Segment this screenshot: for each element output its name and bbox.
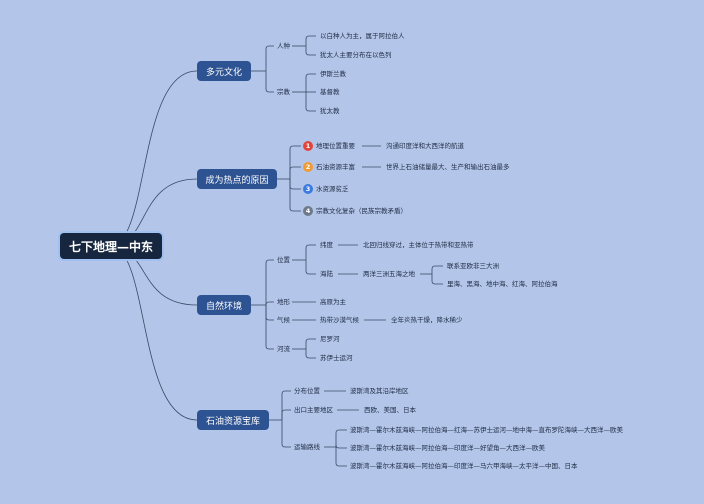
branch-link	[265, 305, 274, 350]
node-transport-routes[interactable]: 运输路线	[294, 443, 320, 451]
node-land-sea-sub[interactable]: 里海、黑海、地中海、红海、阿拉伯海	[447, 280, 558, 288]
branch-culture[interactable]: 多元文化	[197, 61, 251, 81]
branch-link	[265, 301, 274, 306]
node-river-item[interactable]: 苏伊士运河	[320, 354, 353, 362]
leaf-link	[335, 429, 347, 447]
leaf-link	[431, 274, 443, 285]
node-reason-oil[interactable]: 石油资源丰富	[316, 163, 355, 171]
branch-link	[289, 179, 301, 190]
node-route-item[interactable]: 波斯湾—霍尔木兹海峡—阿拉伯海—印度洋—好望角—大西洋—欧美	[350, 444, 545, 452]
root-link	[109, 245, 198, 421]
node-race-item[interactable]: 以白种人为主，属于阿拉伯人	[320, 32, 405, 40]
node-religion-item[interactable]: 伊斯兰教	[320, 70, 346, 78]
leaf-link	[305, 338, 316, 349]
root-node[interactable]: 七下地理—中东	[60, 233, 162, 259]
node-land-sea-sub[interactable]: 联系亚欧非三大洲	[447, 262, 499, 270]
node-climate-detail[interactable]: 热带沙漠气候	[320, 316, 359, 324]
node-latitude[interactable]: 纬度	[320, 241, 333, 249]
node-religion-item[interactable]: 基督教	[320, 88, 340, 96]
badge-4-icon: 4	[303, 206, 313, 216]
node-route-item[interactable]: 波斯湾—霍尔木兹海峡—阿拉伯海—印度洋—马六甲海峡—太平洋—中国、日本	[350, 462, 578, 470]
branch-link	[289, 166, 301, 179]
leaf-link	[305, 73, 316, 92]
node-river-item[interactable]: 尼罗河	[320, 335, 340, 343]
leaf-link	[305, 92, 316, 112]
branch-link	[265, 305, 274, 321]
node-position[interactable]: 位置	[277, 256, 290, 264]
node-race-item[interactable]: 犹太人主要分布在以色列	[320, 51, 392, 59]
node-religion-item[interactable]: 犹太教	[320, 107, 340, 115]
node-terrain-detail[interactable]: 高原为主	[320, 298, 346, 306]
node-reason-location-detail[interactable]: 沟通印度洋和大西洋的航道	[386, 142, 464, 150]
leaf-link	[305, 35, 316, 46]
branch-link	[281, 420, 291, 448]
node-route-item[interactable]: 波斯湾—霍尔木兹海峡—阿拉伯海—红海—苏伊士运河—地中海—直布罗陀海峡—大西洋—…	[350, 426, 623, 434]
node-terrain[interactable]: 地形	[277, 298, 290, 306]
node-climate[interactable]: 气候	[277, 316, 290, 324]
node-reason-location[interactable]: 地理位置重要	[316, 142, 355, 150]
root-link	[109, 70, 198, 247]
branch-link	[265, 45, 274, 71]
leaf-link	[305, 244, 316, 260]
leaf-link	[305, 260, 316, 275]
leaf-link	[305, 46, 316, 56]
leaf-link	[335, 444, 347, 449]
node-distribution-detail[interactable]: 波斯湾及其沿岸地区	[350, 387, 409, 395]
badge-3-icon: 3	[303, 184, 313, 194]
branch-oil-treasury[interactable]: 石油资源宝库	[197, 410, 269, 430]
node-latitude-detail[interactable]: 北回归线穿过，主体位于热带和亚热带	[363, 241, 474, 249]
branch-link	[289, 145, 301, 179]
branch-link	[289, 179, 301, 212]
node-reason-religion[interactable]: 宗教文化复杂（民族宗教矛盾）	[316, 207, 407, 215]
node-race[interactable]: 人种	[277, 42, 290, 50]
leaf-link	[305, 349, 316, 359]
branch-environment[interactable]: 自然环境	[197, 295, 251, 315]
node-reason-oil-detail[interactable]: 世界上石油储量最大、生产和输出石油最多	[386, 163, 510, 171]
node-export-regions-detail[interactable]: 西欧、美国、日本	[364, 406, 416, 414]
node-land-sea[interactable]: 海陆	[320, 270, 333, 278]
node-export-regions[interactable]: 出口主要地区	[294, 406, 333, 414]
node-rivers[interactable]: 河流	[277, 345, 290, 353]
node-land-sea-detail[interactable]: 两洋三洲五海之地	[363, 270, 415, 278]
branch-hotspot-reasons[interactable]: 成为热点的原因	[197, 169, 277, 189]
badge-1-icon: 1	[303, 141, 313, 151]
leaf-link	[335, 447, 347, 467]
node-climate-subdetail[interactable]: 全年炎热干燥，降水稀少	[391, 316, 463, 324]
leaf-link	[431, 265, 443, 274]
node-reason-water[interactable]: 水资源贫乏	[316, 185, 349, 193]
branch-link	[281, 409, 291, 420]
node-distribution[interactable]: 分布位置	[294, 387, 320, 395]
node-religion[interactable]: 宗教	[277, 88, 290, 96]
branch-link	[281, 390, 291, 420]
branch-link	[265, 259, 274, 305]
badge-2-icon: 2	[303, 162, 313, 172]
branch-link	[265, 71, 274, 93]
